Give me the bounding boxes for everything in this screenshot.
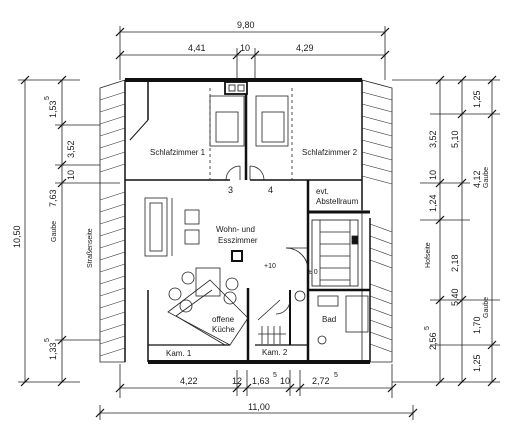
dim-top-left: 4,41 bbox=[188, 43, 206, 53]
room-wohn-line1: Wohn- und bbox=[216, 225, 255, 234]
dimension-ticks bbox=[20, 27, 497, 418]
room-schlafzimmer-1: Schlafzimmer 1 bbox=[150, 148, 206, 157]
level-stair: ± 0 bbox=[308, 269, 318, 276]
dim-right-256: 2,56 bbox=[428, 332, 438, 350]
label-gaube-right-top: Gaube bbox=[483, 167, 490, 188]
dim-top-mid: 10 bbox=[240, 43, 250, 53]
label-hofseite: Hofseite bbox=[425, 242, 432, 268]
dim-bottom-2: 12 bbox=[232, 376, 242, 386]
dim-right-125-top: 1,25 bbox=[472, 90, 482, 108]
dim-bottom-5: 2,72 bbox=[312, 376, 330, 386]
dim-left-352: 3,52 bbox=[66, 140, 76, 158]
room-kueche-line1: offene bbox=[212, 315, 235, 324]
dim-right-170: 1,70 bbox=[472, 316, 482, 334]
dimension-texts: 9,80 4,41 10 4,29 4,22 12 1,63 5 10 2,72… bbox=[12, 20, 482, 412]
dim-right-10: 10 bbox=[428, 170, 438, 180]
dim-left-10: 10 bbox=[66, 170, 76, 180]
dim-left-bottom: 1,33 bbox=[48, 342, 58, 360]
room-bad: Bad bbox=[322, 315, 336, 324]
dim-right-125-bottom: 1,25 bbox=[472, 354, 482, 372]
dimension-lines bbox=[18, 26, 500, 420]
plan-markers: 3 4 +10 ± 0 bbox=[228, 185, 318, 276]
dim-right-352: 3,52 bbox=[428, 130, 438, 148]
label-gaube-left: Gaube bbox=[51, 221, 58, 242]
dim-left-inner: 7,63 bbox=[48, 189, 58, 207]
room-abstell-line2: Abstellraum bbox=[316, 197, 359, 206]
dim-left-bottom-sup: 5 bbox=[44, 338, 51, 342]
roof-hatching-left bbox=[99, 79, 126, 363]
room-kam-2: Kam. 2 bbox=[262, 348, 288, 357]
roof-hatching-right bbox=[361, 79, 393, 363]
dim-left-top-sup: 5 bbox=[44, 96, 51, 100]
dim-right-412: 4,12 bbox=[472, 170, 482, 188]
dim-top-total: 9,80 bbox=[237, 20, 255, 30]
dim-bottom-5-sup: 5 bbox=[334, 372, 338, 379]
dim-top-right: 4,29 bbox=[296, 43, 314, 53]
dim-bottom-1: 4,22 bbox=[180, 376, 198, 386]
dim-bottom-4: 10 bbox=[280, 376, 290, 386]
room-abstell-line1: evt. bbox=[316, 187, 329, 196]
dim-bottom-total: 11,00 bbox=[248, 402, 270, 412]
walls bbox=[124, 78, 371, 364]
dim-left-top: 1,53 bbox=[48, 100, 58, 118]
room-kueche-line2: Küche bbox=[212, 325, 235, 334]
dim-right-124: 1,24 bbox=[428, 194, 438, 212]
door-marker-4: 4 bbox=[268, 185, 273, 195]
room-labels: Schlafzimmer 1 Schlafzimmer 2 evt. Abste… bbox=[150, 148, 359, 358]
room-schlafzimmer-2: Schlafzimmer 2 bbox=[302, 148, 358, 157]
room-kam-1: Kam. 1 bbox=[166, 349, 192, 358]
label-gaube-right-bottom: Gaube bbox=[483, 297, 490, 318]
side-labels: Straßenseite Hofseite Gaube Gaube Gaube bbox=[51, 167, 490, 318]
dim-right-510: 5,10 bbox=[450, 130, 460, 148]
dim-right-540: 5,40 bbox=[450, 288, 460, 306]
dim-bottom-3-sup: 5 bbox=[273, 372, 277, 379]
room-wohn-line2: Esszimmer bbox=[218, 236, 258, 245]
dim-right-218: 2,18 bbox=[450, 254, 460, 272]
label-strassenseite: Straßenseite bbox=[87, 228, 94, 268]
door-marker-3: 3 bbox=[228, 185, 233, 195]
fixtures bbox=[144, 81, 369, 346]
dim-right-256-sup: 5 bbox=[424, 326, 431, 330]
level-main: +10 bbox=[264, 263, 276, 270]
dim-bottom-3: 1,63 bbox=[252, 376, 270, 386]
dim-left-total: 10,50 bbox=[12, 225, 22, 248]
